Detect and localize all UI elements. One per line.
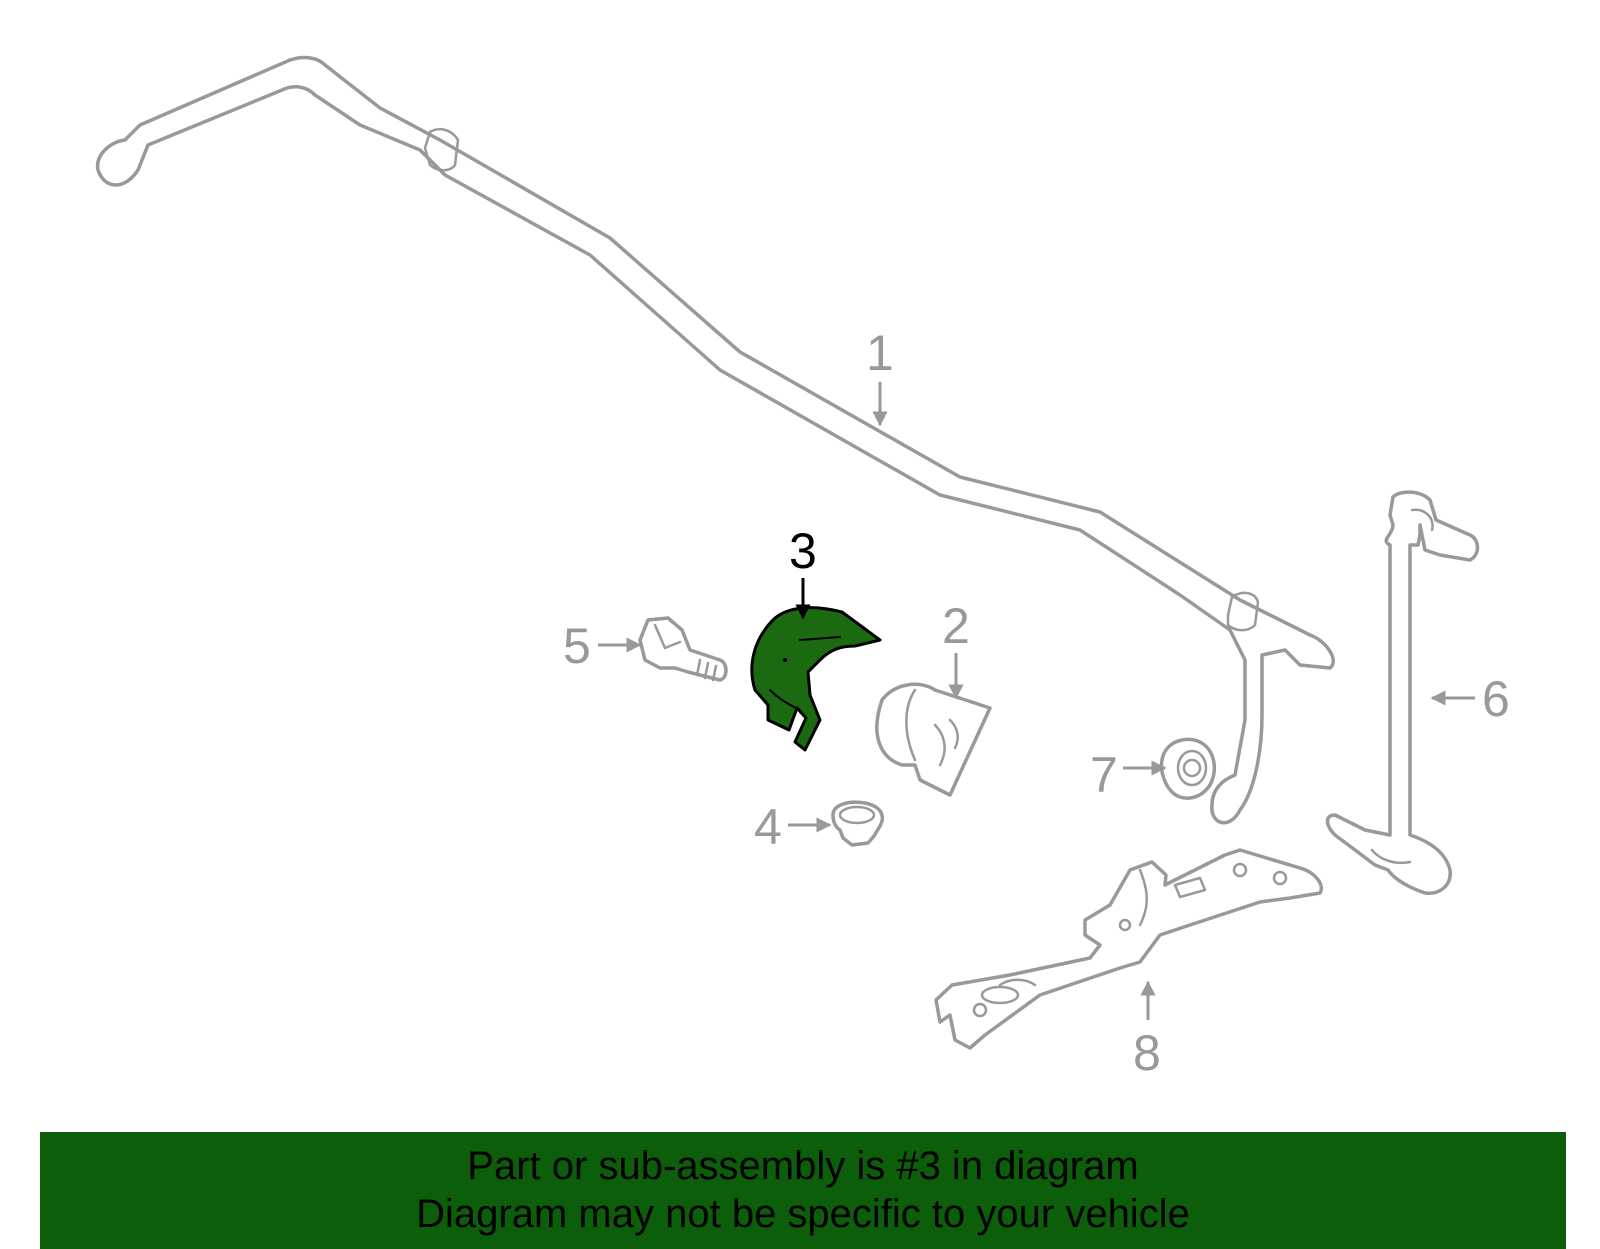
bushing-part-2 [875, 682, 992, 797]
callout-4: 4 [754, 799, 782, 855]
callout-1: 1 [866, 325, 894, 381]
mount-bracket-part-8 [934, 848, 1323, 1050]
nut-part-4 [831, 800, 885, 847]
bracket-part-3-highlighted [750, 606, 882, 752]
callout-5: 5 [563, 618, 591, 674]
callout-8: 8 [1133, 1025, 1161, 1081]
banner-line-2: Diagram may not be specific to your vehi… [416, 1192, 1190, 1236]
callout-6: 6 [1482, 671, 1510, 727]
banner-line-1: Part or sub-assembly is #3 in diagram [467, 1144, 1139, 1188]
callout-7: 7 [1090, 747, 1118, 803]
callout-2: 2 [942, 598, 970, 654]
callout-3: 3 [789, 523, 817, 579]
stabilizer-bar-part-1 [95, 55, 1335, 825]
nut-part-7 [1159, 737, 1217, 800]
info-banner: Part or sub-assembly is #3 in diagram Di… [40, 1132, 1566, 1249]
parts-diagram: 1 2 3 4 5 6 7 8 [95, 55, 1510, 1081]
stabilizer-link-part-6 [1325, 490, 1480, 895]
bolt-part-5 [638, 616, 728, 682]
